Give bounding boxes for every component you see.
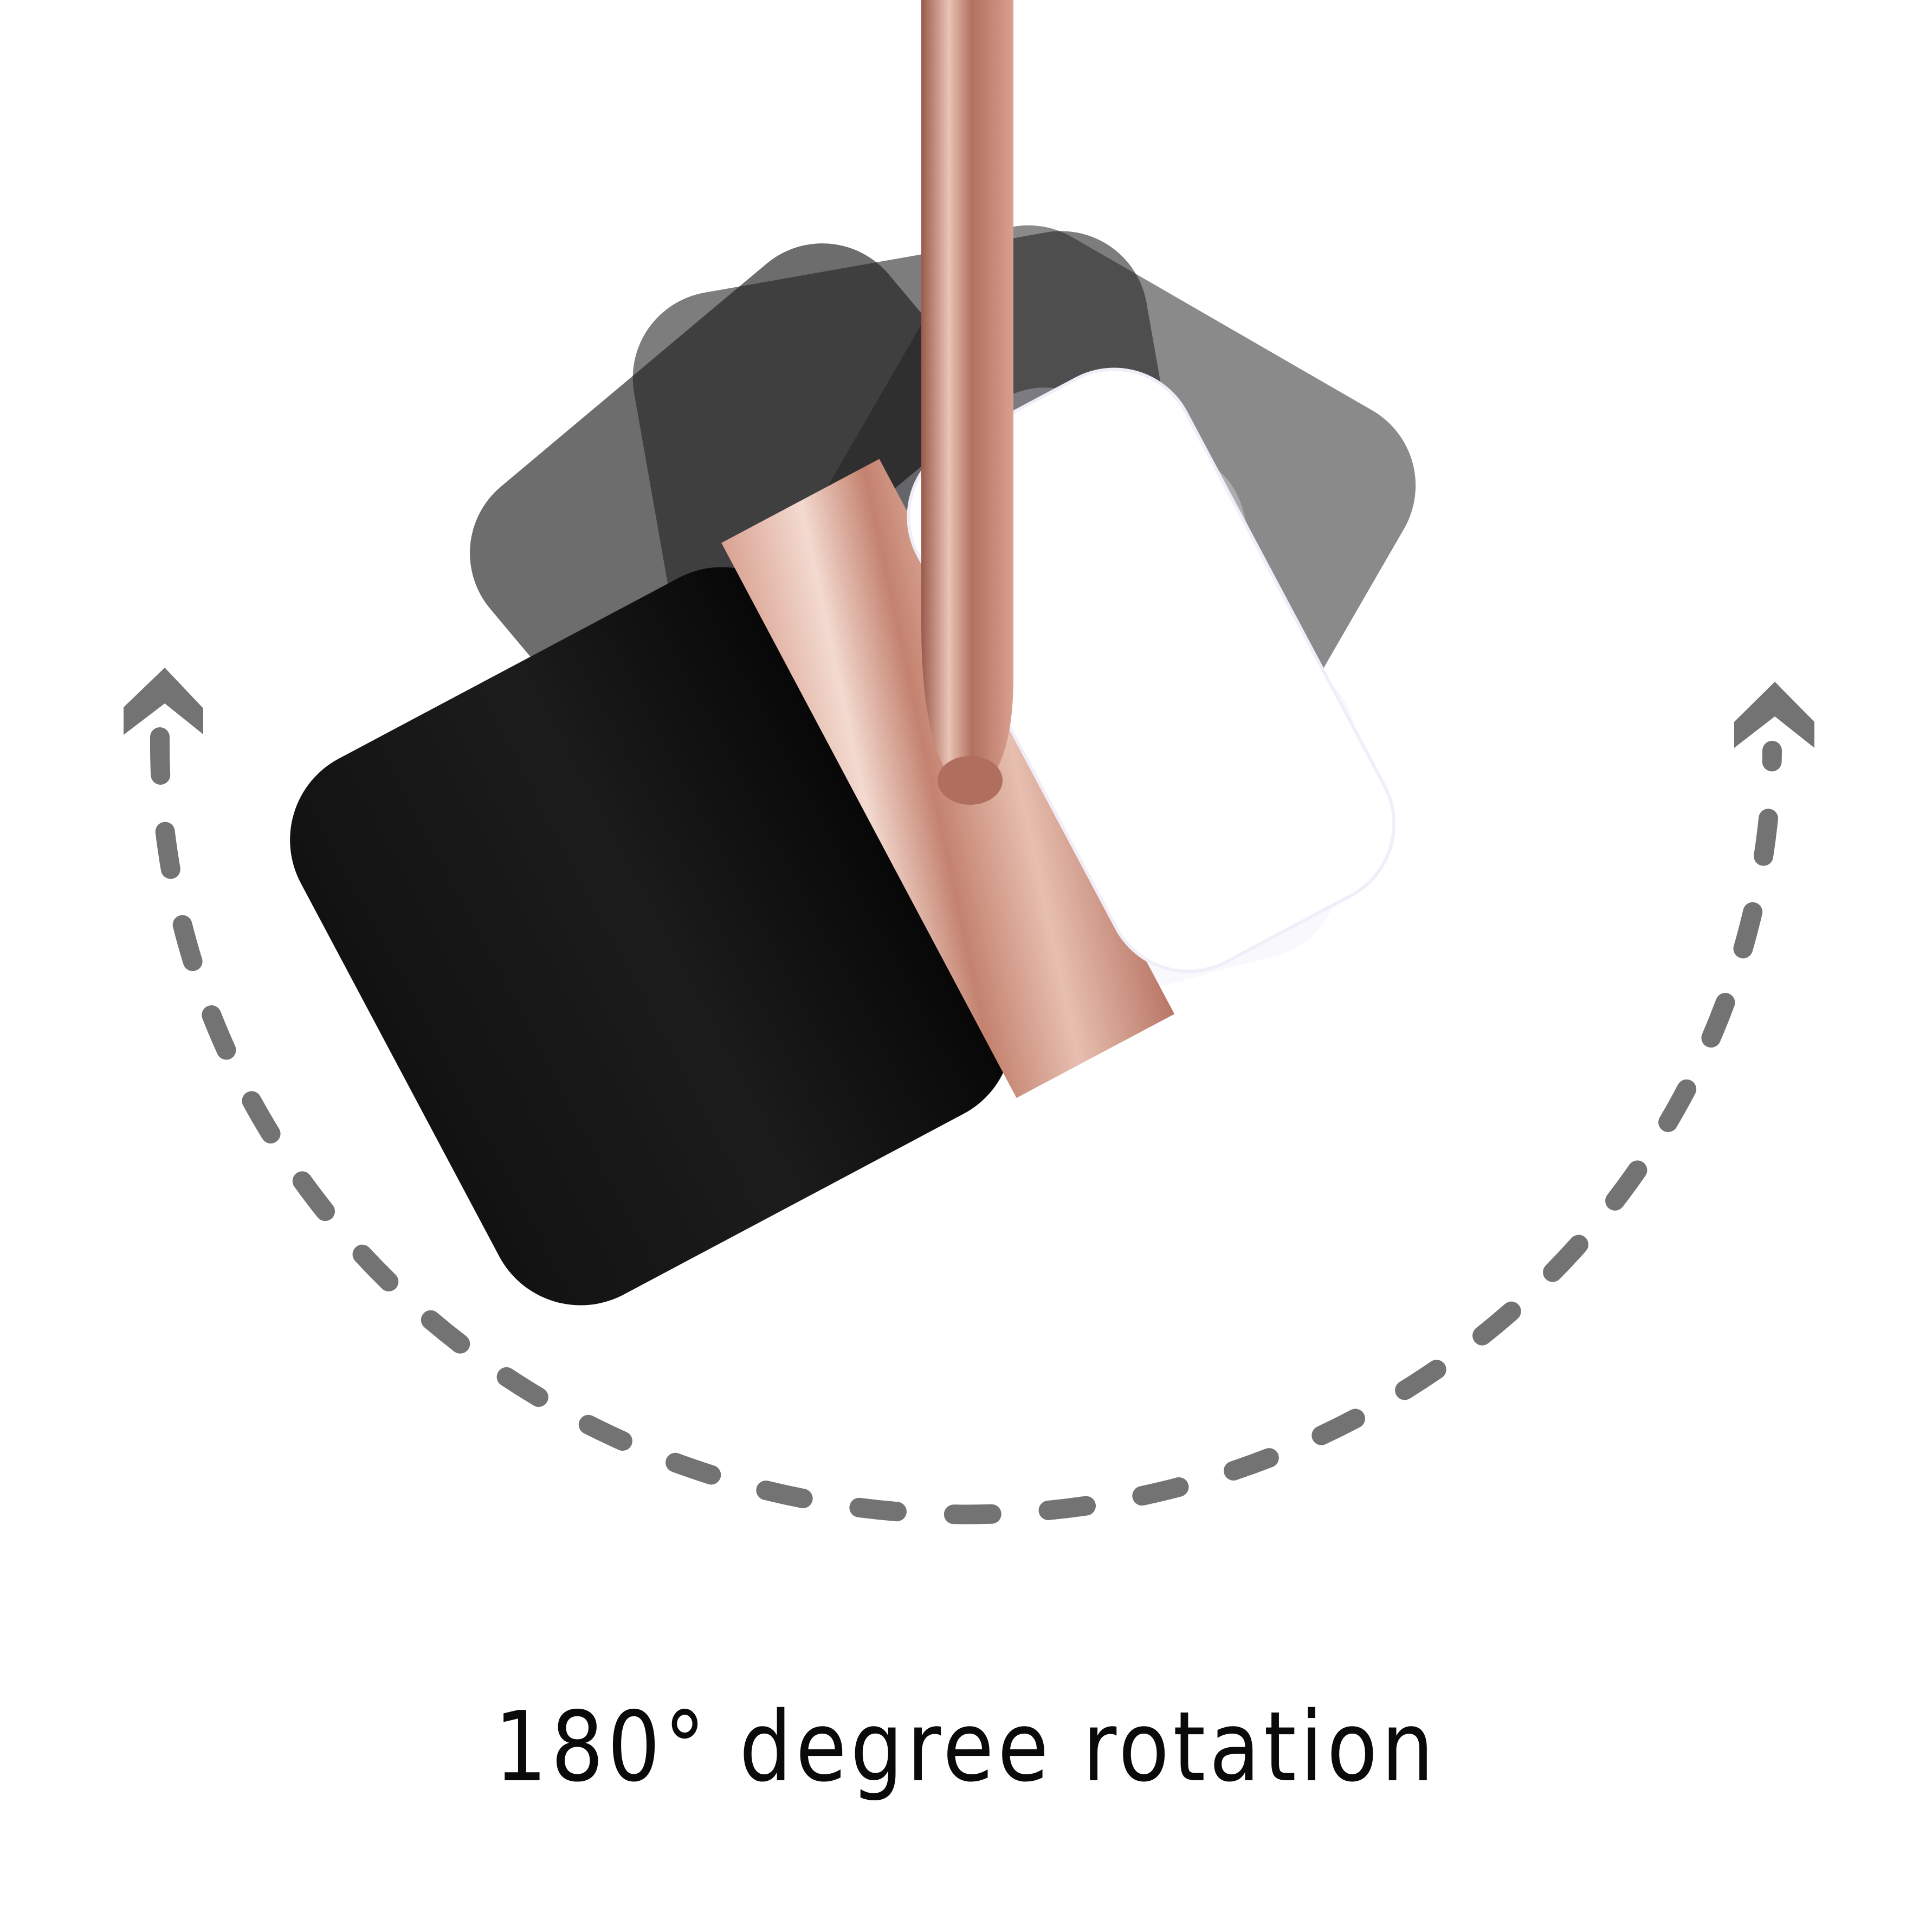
- chevron-up-icon: [1734, 682, 1814, 748]
- lamp-shade: [290, 367, 1396, 1306]
- caption-text: 180° degree rotation: [494, 1691, 1438, 1803]
- rotation-arc: [150, 727, 1782, 1524]
- lamp-stem: [921, 0, 1013, 805]
- chevron-up-icon: [124, 668, 203, 735]
